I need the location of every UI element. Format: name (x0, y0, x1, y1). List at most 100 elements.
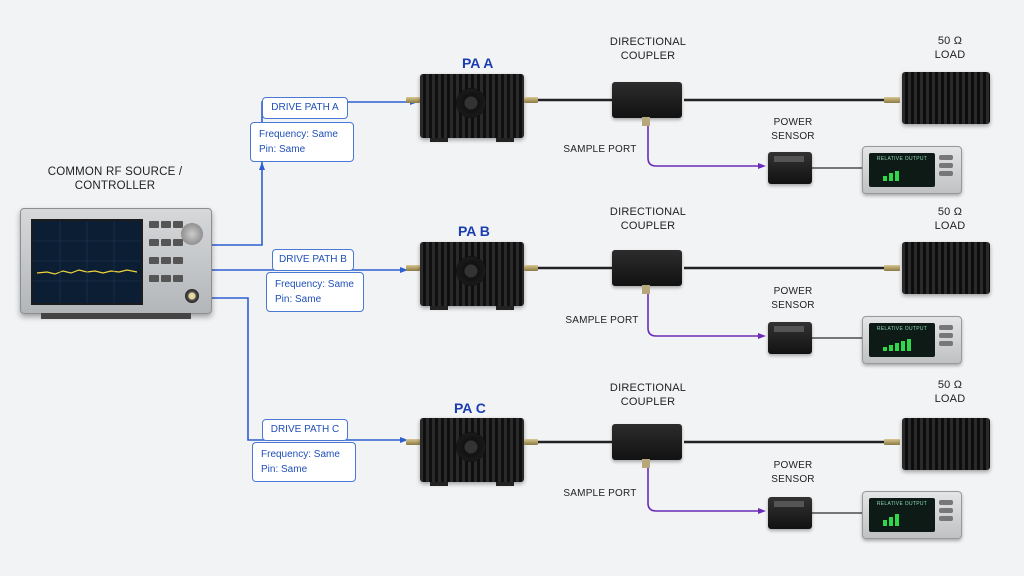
sample-port-a-label: SAMPLE PORT (563, 144, 637, 155)
meter-c-screen: RELATIVE OUTPUT (869, 498, 935, 532)
load-c-line1: 50 Ω (937, 379, 963, 391)
meter-a-caption: RELATIVE OUTPUT (876, 156, 928, 162)
sensor-b-line1: POWER (773, 286, 813, 297)
coupler-a-line1: DIRECTIONAL (609, 36, 687, 48)
coupler-a (612, 82, 682, 126)
coupler-b-label: DIRECTIONAL COUPLER (600, 205, 696, 233)
sample-arrow-a (758, 163, 766, 169)
drive-path-b-info: Frequency: Same Pin: Same (266, 272, 364, 312)
pa-b-amplifier (420, 242, 524, 310)
sample-port-b-label: SAMPLE PORT (565, 315, 639, 326)
pa-c-title: PA C (454, 400, 486, 416)
load-b (902, 242, 990, 294)
meter-b-screen: RELATIVE OUTPUT (869, 323, 935, 357)
meter-b-caption: RELATIVE OUTPUT (876, 326, 928, 332)
sensor-c-line2: SENSOR (771, 474, 815, 485)
coupler-c-sample-port (642, 459, 650, 468)
drive-path-b-pin: Pin: Same (275, 294, 322, 305)
coupler-c-label: DIRECTIONAL COUPLER (600, 381, 696, 409)
pa-a-title: PA A (462, 55, 494, 71)
coupler-b-sample-port (642, 285, 650, 294)
drive-path-c-frequency: Frequency: Same (261, 449, 340, 460)
spectrum-trace (33, 221, 141, 303)
pa-a-amplifier (420, 74, 524, 142)
coupler-a-line2: COUPLER (620, 50, 676, 62)
analyzer-keypad[interactable] (149, 221, 203, 293)
load-a-line1: 50 Ω (937, 35, 963, 47)
meter-c: RELATIVE OUTPUT (862, 491, 962, 539)
pa-b-input-connector (406, 265, 420, 271)
load-c-line2: LOAD (934, 393, 966, 405)
pa-b-title: PA B (458, 223, 490, 239)
power-sensor-b (768, 322, 812, 354)
pa-c-output-connector (524, 439, 538, 445)
sensor-b-label: POWER SENSOR (760, 285, 826, 313)
analyzer-screen (31, 219, 143, 305)
meter-c-caption: RELATIVE OUTPUT (876, 501, 928, 507)
sample-arrow-c (758, 508, 766, 514)
drive-path-c-info: Frequency: Same Pin: Same (252, 442, 356, 482)
source-title: COMMON RF SOURCE / CONTROLLER (40, 165, 190, 193)
sensor-c-label: POWER SENSOR (760, 459, 826, 487)
power-sensor-a (768, 152, 812, 184)
pa-b-output-connector (524, 265, 538, 271)
load-b-line1: 50 Ω (937, 206, 963, 218)
analyzer-feet (41, 313, 191, 319)
power-sensor-c (768, 497, 812, 529)
analyzer-knob[interactable] (181, 223, 203, 245)
source-title-line2: CONTROLLER (74, 180, 156, 192)
coupler-b-line1: DIRECTIONAL (609, 206, 687, 218)
sensor-a-line2: SENSOR (771, 131, 815, 142)
load-a-connector (884, 97, 900, 103)
coupler-b (612, 250, 682, 294)
sample-wire-c (647, 462, 758, 512)
drive-arrow-b (400, 267, 408, 273)
rf-source-analyzer (20, 208, 212, 319)
pa-a-input-connector (406, 97, 420, 103)
coupler-c-line1: DIRECTIONAL (609, 382, 687, 394)
sample-wire-a (647, 120, 758, 167)
coupler-c (612, 424, 682, 468)
coupler-a-label: DIRECTIONAL COUPLER (600, 35, 696, 63)
load-a-label: 50 Ω LOAD (915, 34, 985, 62)
sample-wire-b (647, 288, 758, 337)
load-c-label: 50 Ω LOAD (915, 378, 985, 406)
load-b-line2: LOAD (934, 220, 966, 232)
pa-c-input-connector (406, 439, 420, 445)
pa-b-fan (456, 256, 486, 286)
load-b-label: 50 Ω LOAD (915, 205, 985, 233)
meter-a-buttons[interactable] (939, 155, 955, 179)
meter-b-buttons[interactable] (939, 325, 955, 349)
drive-path-c-pin: Pin: Same (261, 464, 308, 475)
pa-c-fan (456, 432, 486, 462)
sensor-c-line1: POWER (773, 460, 813, 471)
coupler-c-line2: COUPLER (620, 396, 676, 408)
meter-a: RELATIVE OUTPUT (862, 146, 962, 194)
sensor-a-label: POWER SENSOR (760, 116, 826, 144)
pa-c-amplifier (420, 418, 524, 486)
load-a-line2: LOAD (934, 49, 966, 61)
source-title-line1: COMMON RF SOURCE / (47, 166, 183, 178)
meter-b-bars (883, 337, 931, 351)
drive-path-c-tag: DRIVE PATH C (262, 419, 348, 441)
coupler-a-sample-port (642, 117, 650, 126)
drive-path-b-tag: DRIVE PATH B (272, 249, 354, 271)
drive-path-a-tag: DRIVE PATH A (262, 97, 348, 119)
rf-output-port (185, 289, 199, 303)
load-c (902, 418, 990, 470)
drive-arrow-c (400, 437, 408, 443)
pa-a-fan (456, 88, 486, 118)
drive-junction-arrow-a (259, 162, 265, 170)
sample-arrow-b (758, 333, 766, 339)
meter-c-buttons[interactable] (939, 500, 955, 524)
load-a (902, 72, 990, 124)
sample-port-c-label: SAMPLE PORT (563, 488, 637, 499)
drive-path-a-info: Frequency: Same Pin: Same (250, 122, 354, 162)
drive-path-a-pin: Pin: Same (259, 144, 306, 155)
meter-b: RELATIVE OUTPUT (862, 316, 962, 364)
load-b-connector (884, 265, 900, 271)
meter-a-bars (883, 167, 931, 181)
drive-path-a-frequency: Frequency: Same (259, 129, 338, 140)
load-c-connector (884, 439, 900, 445)
